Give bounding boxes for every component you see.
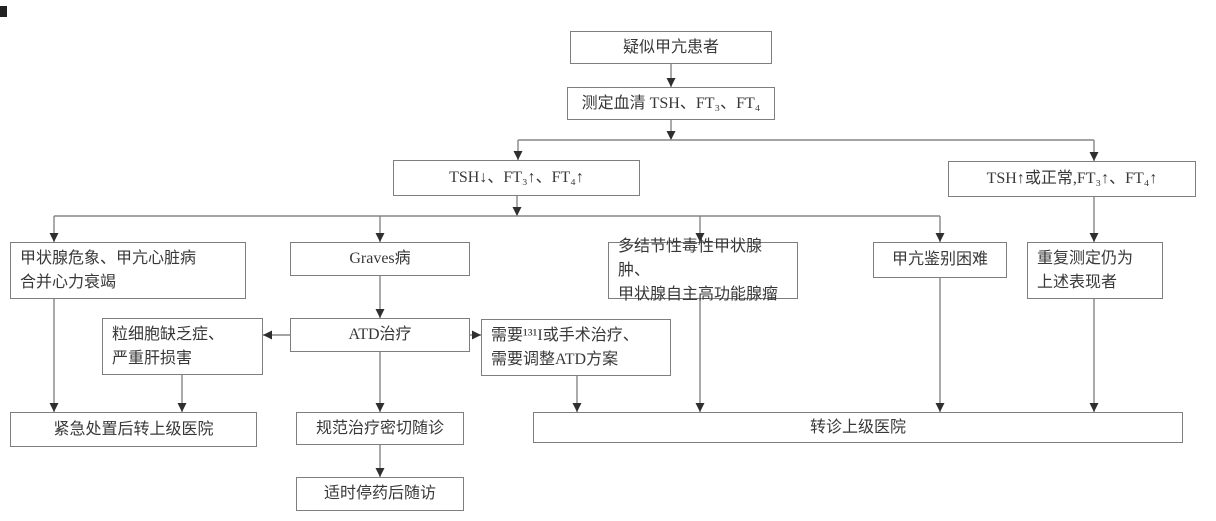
node-refer-superior-hospital: 转诊上级医院 — [533, 412, 1183, 443]
node-toxic-nodular-goiter: 多结节性毒性甲状腺肿、 甲状腺自主高功能腺瘤 — [608, 238, 798, 303]
node-hard-to-differentiate: 甲亢鉴别困难 — [873, 242, 1007, 278]
node-emergency-then-refer: 紧急处置后转上级医院 — [10, 412, 257, 447]
node-standard-treatment-followup: 规范治疗密切随诊 — [296, 412, 464, 445]
node-repeat-same-result: 重复测定仍为 上述表现者 — [1027, 242, 1163, 299]
page-edge-mark — [0, 6, 7, 17]
node-thyroid-crisis: 甲状腺危象、甲亢心脏病 合并心力衰竭 — [10, 242, 246, 299]
node-atd-treatment: ATD治疗 — [290, 318, 470, 352]
node-withdraw-then-followup: 适时停药后随访 — [296, 477, 464, 511]
node-need-i131-or-surgery: 需要¹³¹I或手术治疗、 需要调整ATD方案 — [481, 319, 671, 376]
node-measure-serum: 测定血清 TSH、FT₃、FT₄ — [567, 87, 775, 120]
node-tsh-high-or-normal: TSH↑或正常,FT₃↑、FT₄↑ — [948, 161, 1196, 197]
node-suspected-patient: 疑似甲亢患者 — [570, 31, 772, 64]
node-agranulocytosis: 粒细胞缺乏症、 严重肝损害 — [102, 318, 263, 375]
node-tsh-low: TSH↓、FT₃↑、FT₄↑ — [393, 160, 640, 196]
node-graves-disease: Graves病 — [290, 242, 470, 276]
